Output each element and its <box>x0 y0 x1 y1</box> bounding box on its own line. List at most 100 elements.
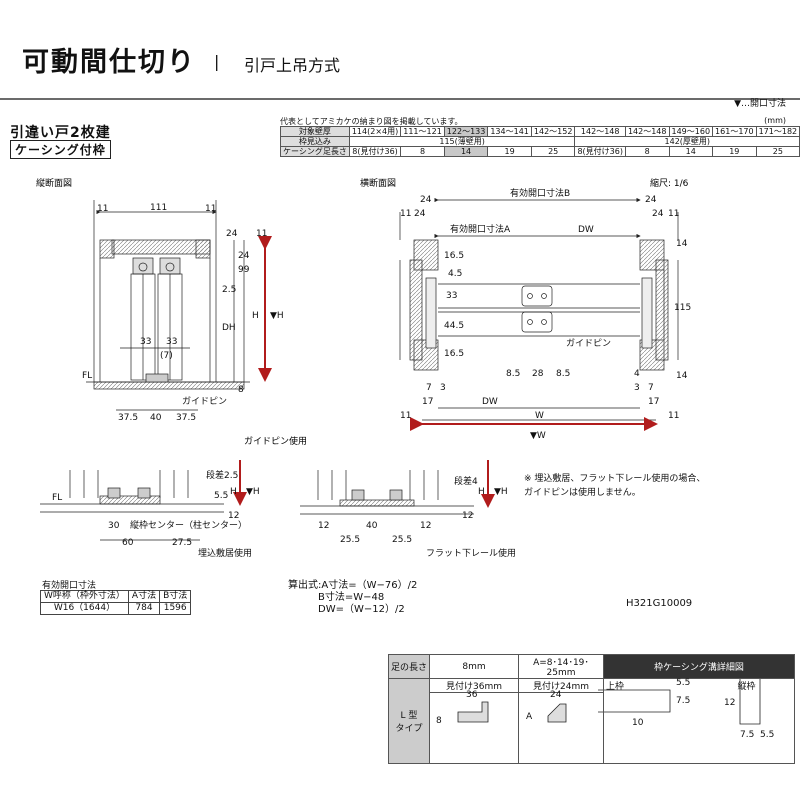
formula-b: B寸法=W−48 <box>318 592 385 603</box>
dim-text: 16.5 <box>444 251 464 261</box>
dim-text: 4 <box>634 369 640 379</box>
dim-text: DH <box>222 323 236 333</box>
dim-text: 33 <box>166 337 177 347</box>
dim-text: 37.5 <box>118 413 138 423</box>
dim-text: 99 <box>238 265 250 275</box>
dim-text: 24 <box>645 195 657 205</box>
table-row: ケーシング足長さ 8(見付け36) 8 14 19 25 8(見付け36) 8 … <box>280 146 800 157</box>
dim-text: 11 <box>668 209 679 219</box>
dim-text: 24 <box>414 209 426 219</box>
table-cell: 8mm <box>429 654 519 679</box>
dim-text: 33 <box>446 291 457 301</box>
dim-text: 16.5 <box>444 349 464 359</box>
dim-text: 12 <box>420 521 431 531</box>
table-cell: 上枠 <box>603 678 699 764</box>
dim-text: 40 <box>366 521 378 531</box>
spec-note: 代表としてアミカケの納まり図を掲載しています。 <box>280 117 463 126</box>
dim-text: 44.5 <box>444 321 464 331</box>
dim-text: 111 <box>150 203 167 213</box>
dim-text: ガイドピン <box>182 396 227 407</box>
table-cell: 枠ケーシング溝詳細図 <box>603 654 795 679</box>
dim-text: 有効開口寸法B <box>510 187 570 199</box>
dim-text: 4.5 <box>448 269 462 279</box>
dim-text: H <box>230 487 237 497</box>
dim-text: 2.5 <box>222 285 236 295</box>
table-row: W呼称（枠外寸法） A寸法 B寸法 <box>40 590 192 603</box>
dim-text: 11 <box>97 204 108 214</box>
formula-a: 算出式:A寸法=（W−76）/2 <box>288 580 418 591</box>
spec-unit: (mm) <box>764 116 786 125</box>
dim-text: 24 <box>226 229 238 239</box>
table-cell: 8(見付け36) <box>348 146 402 157</box>
dim-text: 11 <box>205 204 216 214</box>
dim-text: 12 <box>318 521 329 531</box>
header-rule <box>0 98 800 100</box>
table-row <box>389 692 795 764</box>
dim-text: 28 <box>532 369 544 379</box>
table-row: L 型 タイプ 見付け36mm 見付け24mm 上枠 縦枠 <box>388 678 795 764</box>
table-cell: 縦枠 <box>699 678 795 764</box>
dim-text: ▼H <box>270 311 284 321</box>
table-row: 対象壁厚 114(2×4用) 111～121 122～133 134～141 1… <box>280 126 800 137</box>
table-cell: 25 <box>755 146 800 157</box>
table-row: W16（1644） 784 1596 <box>40 602 192 615</box>
dim-text: 12 <box>228 511 239 521</box>
dim-text: 37.5 <box>176 413 196 423</box>
page-title: 可動間仕切り <box>22 47 196 78</box>
table-cell: 8(見付け36) <box>574 146 626 157</box>
table-row: 足の長さ 8mm A=8･14･19･25mm 枠ケーシング溝詳細図 <box>388 654 795 679</box>
dim-text: 27.5 <box>172 538 192 548</box>
dim-text: 8 <box>238 385 244 395</box>
dim-text: 33 <box>140 337 151 347</box>
cross-section-label: 横断面図 <box>360 177 396 189</box>
dim-text: 3 <box>634 383 640 393</box>
dim-text: FL <box>52 493 62 503</box>
dim-text: 60 <box>122 538 134 548</box>
dim-text: A <box>526 712 533 722</box>
casing-label: ケーシング付枠 <box>10 140 111 159</box>
dim-text: 段差4 <box>454 475 478 487</box>
embedded-threshold-drawing <box>40 470 224 541</box>
dim-text: 17 <box>648 397 659 407</box>
dim-text: DW <box>578 225 594 235</box>
dim-text: 有効開口寸法A <box>450 223 511 235</box>
vertical-section-label: 縦断面図 <box>36 177 72 189</box>
scale-label: 縮尺: 1/6 <box>650 177 689 189</box>
table-cell: B寸法 <box>159 590 192 603</box>
table-cell: A=8･14･19･25mm <box>518 654 604 679</box>
dim-text: 12 <box>462 511 473 521</box>
dim-text: 24 <box>550 690 562 700</box>
detail-table: 足の長さ 8mm A=8･14･19･25mm 枠ケーシング溝詳細図 L 型 タ… <box>388 654 795 764</box>
dim-text: 5.5 <box>760 730 775 740</box>
dim-text: H <box>478 487 485 497</box>
drawing-code: H321G10009 <box>626 598 693 609</box>
dim-text: 8.5 <box>506 369 520 379</box>
dim-text: 10 <box>632 718 644 728</box>
dim-text: 7.5 <box>740 730 755 740</box>
dim-text: 11 <box>256 229 267 239</box>
dim-text: 24 <box>238 251 250 261</box>
dim-text: 17 <box>422 397 433 407</box>
dim-text: W <box>535 411 544 421</box>
dim-text: 8.5 <box>556 369 570 379</box>
dim-text: 埋込敷居使用 <box>198 547 252 559</box>
dim-text: ▼W <box>530 431 546 441</box>
dim-text: 14 <box>676 239 688 249</box>
vertical-section-drawing <box>86 200 250 411</box>
dim-text: ▼H <box>246 487 260 497</box>
table-cell: 1596 <box>159 602 192 615</box>
dim-text: ▼H <box>494 487 508 497</box>
dim-text: FL <box>82 371 92 381</box>
product-heading: 引違い戸2枚建 <box>10 125 111 141</box>
dim-text: 25.5 <box>392 535 412 545</box>
dim-text: H <box>252 311 259 321</box>
dim-text: 8 <box>436 716 442 726</box>
formula-dw: DW=（W−12）/2 <box>318 604 405 615</box>
cross-section-drawing <box>399 197 679 421</box>
dim-text: DW <box>482 397 498 407</box>
table-cell: L 型 タイプ <box>388 678 430 764</box>
dim-text: 115 <box>674 303 691 313</box>
dim-text: 30 <box>108 521 120 531</box>
guide-pin-use-label: ガイドピン使用 <box>244 435 307 447</box>
dim-text: 11 <box>400 209 411 219</box>
